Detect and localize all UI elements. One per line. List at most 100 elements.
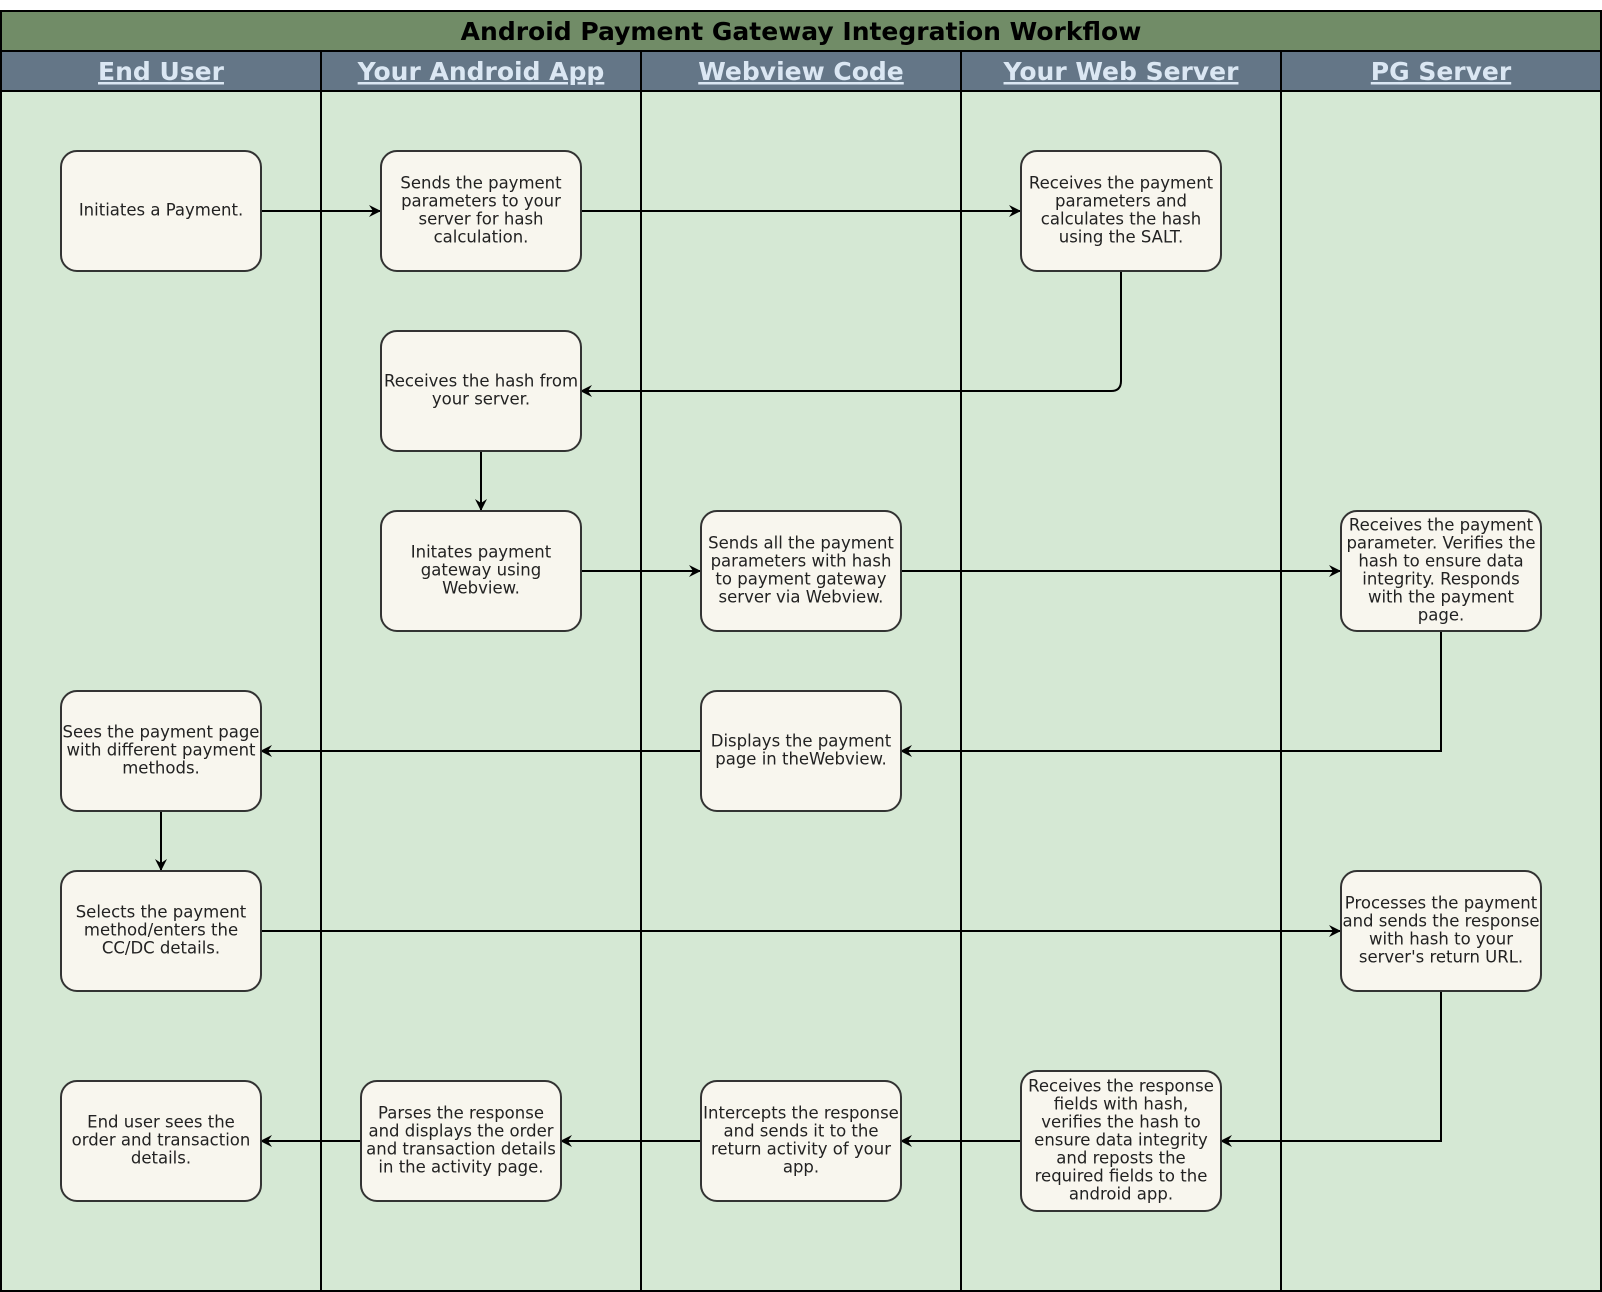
step-box bbox=[60, 870, 262, 992]
step-text-line: methods. bbox=[122, 759, 200, 778]
lane-separators bbox=[0, 10, 1602, 1292]
step-text-line: Webview. bbox=[442, 579, 520, 598]
step-text-line: to payment gateway bbox=[715, 570, 886, 589]
step-text-line: page in theWebview. bbox=[715, 750, 887, 769]
step-text-line: android app. bbox=[1069, 1185, 1173, 1204]
lane-header-android-app bbox=[320, 50, 642, 92]
step-text-line: app. bbox=[783, 1158, 819, 1177]
step-text-line: parameters with hash bbox=[711, 552, 892, 571]
step-box bbox=[380, 150, 582, 272]
step-text-line: calculates the hash bbox=[1041, 210, 1201, 229]
diagram-title: Android Payment Gateway Integration Work… bbox=[461, 17, 1142, 46]
lane-label-pg-server: PG Server bbox=[1371, 57, 1512, 86]
lane-label-android-app: Your Android App bbox=[357, 57, 605, 86]
lane-headers: End User Your Android App Webview Code Y… bbox=[0, 50, 1602, 92]
step-text-line: Initiates a Payment. bbox=[79, 201, 243, 220]
step-text-line: method/enters the bbox=[84, 921, 238, 940]
step-text-line: parameter. Verifies the bbox=[1346, 534, 1535, 553]
step-text-line: Initates payment bbox=[411, 543, 552, 562]
lane-label-webview-code: Webview Code bbox=[698, 57, 904, 86]
step-text-line: Sends all the payment bbox=[708, 534, 894, 553]
step-text-line: required fields to the bbox=[1035, 1167, 1208, 1186]
step-text-line: with hash to your bbox=[1369, 930, 1513, 949]
step-text-line: Sends the payment bbox=[400, 174, 562, 193]
step-text-line: your server. bbox=[432, 390, 530, 409]
lane-header-pg-server bbox=[1280, 50, 1602, 92]
step-text-line: Selects the payment bbox=[76, 903, 247, 922]
step-text-line: verifies the hash to bbox=[1041, 1113, 1200, 1132]
step-text-line: parameters to your bbox=[401, 192, 561, 211]
step-text-line: gateway using bbox=[421, 561, 541, 580]
step-text-line: server's return URL. bbox=[1359, 948, 1523, 967]
step-text-line: with different payment bbox=[66, 741, 256, 760]
lane-header-web-server bbox=[960, 50, 1282, 92]
lane-label-web-server: Your Web Server bbox=[1003, 57, 1240, 86]
step-text-line: Receives the response bbox=[1028, 1077, 1214, 1096]
step-box bbox=[360, 1080, 562, 1202]
step-text-line: and displays the order bbox=[368, 1122, 553, 1141]
step-text-line: details. bbox=[131, 1149, 191, 1168]
step-text-line: and sends the response bbox=[1342, 912, 1539, 931]
step-text-line: with the payment bbox=[1368, 588, 1515, 607]
flow-arrow bbox=[1220, 991, 1442, 1147]
step-text-line: Parses the response bbox=[378, 1104, 544, 1123]
step-text-line: in the activity page. bbox=[378, 1158, 543, 1177]
step-text-line: server for hash bbox=[418, 210, 543, 229]
step-text-line: calculation. bbox=[434, 228, 529, 247]
step-box bbox=[700, 1080, 902, 1202]
step-text-line: return activity of your bbox=[711, 1140, 891, 1159]
step-text-line: using the SALT. bbox=[1059, 228, 1184, 247]
step-text-line: Receives the payment bbox=[1349, 516, 1534, 535]
step-text-line: End user sees the bbox=[87, 1113, 235, 1132]
step-text-line: fields with hash, bbox=[1054, 1095, 1189, 1114]
flow-arrows bbox=[155, 205, 1442, 1147]
step-text-line: server via Webview. bbox=[719, 588, 884, 607]
step-box bbox=[60, 690, 262, 812]
step-box bbox=[1340, 870, 1542, 992]
step-initiate: Initiates a Payment. bbox=[60, 150, 262, 272]
flow-arrow bbox=[580, 271, 1122, 397]
step-text-line: parameters and bbox=[1055, 192, 1187, 211]
step-box bbox=[380, 330, 582, 452]
step-boxes: Initiates a Payment.Sends the paymentpar… bbox=[60, 150, 1542, 1212]
step-box bbox=[1340, 510, 1542, 632]
step-box bbox=[1020, 1070, 1222, 1212]
step-text-line: Receives the hash from bbox=[384, 372, 578, 391]
flow-arrow bbox=[900, 631, 1442, 757]
step-box bbox=[380, 510, 582, 632]
step-box bbox=[700, 510, 902, 632]
lane-header-webview-code bbox=[640, 50, 962, 92]
step-text-line: and sends it to the bbox=[724, 1122, 879, 1141]
step-text-line: Sees the payment page bbox=[63, 723, 260, 742]
step-box bbox=[1020, 150, 1222, 272]
step-text-line: Receives the payment bbox=[1029, 174, 1214, 193]
step-text-line: ensure data integrity bbox=[1034, 1131, 1208, 1150]
lane-label-end-user: End User bbox=[98, 57, 225, 86]
step-text-line: Intercepts the response bbox=[703, 1104, 899, 1123]
step-text-line: order and transaction bbox=[72, 1131, 251, 1150]
step-text-line: and reposts the bbox=[1056, 1149, 1185, 1168]
step-box bbox=[60, 150, 262, 272]
step-text-line: hash to ensure data bbox=[1358, 552, 1523, 571]
step-box bbox=[60, 1080, 262, 1202]
step-text-line: integrity. Responds bbox=[1362, 570, 1519, 589]
diagram-border bbox=[0, 10, 1602, 1292]
step-box bbox=[700, 690, 902, 812]
step-text-line: Displays the payment bbox=[711, 732, 892, 751]
step-text-line: Processes the payment bbox=[1345, 894, 1538, 913]
